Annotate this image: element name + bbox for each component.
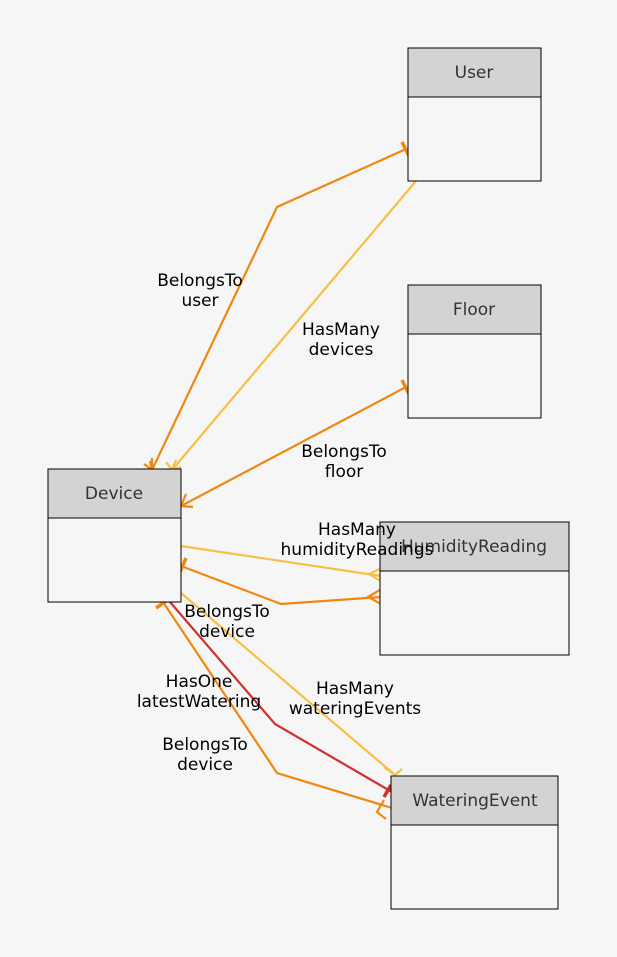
label-line-2: user (181, 291, 218, 311)
edge-device-has-one-latest-watering (169, 601, 393, 798)
label-line-1: BelongsTo (184, 602, 270, 622)
label-device-belongs-to-floor: BelongsTo floor (301, 442, 387, 482)
label-watering-event-belongs-to-device: BelongsTo device (162, 735, 248, 775)
label-line-2: floor (325, 462, 364, 482)
label-line-1: HasMany (318, 520, 396, 540)
entity-device-title: Device (85, 484, 143, 504)
entity-watering-event-title: WateringEvent (412, 791, 538, 811)
entity-floor-title: Floor (453, 300, 495, 320)
label-device-has-many-watering-events: HasMany wateringEvents (289, 679, 421, 719)
entity-user[interactable]: User (407, 47, 542, 182)
entity-humidity-reading-title: HumidityReading (401, 537, 547, 557)
entity-humidity-reading[interactable]: HumidityReading (379, 521, 570, 656)
label-line-2: device (177, 755, 233, 775)
label-line-1: BelongsTo (162, 735, 248, 755)
edge-humidity-reading-belongs-to-device (178, 557, 384, 606)
edge-device-has-many-watering-events (180, 592, 403, 777)
label-line-2: device (199, 622, 255, 642)
label-line-1: BelongsTo (157, 271, 243, 291)
label-line-2: devices (309, 340, 374, 360)
label-line-1: BelongsTo (301, 442, 387, 462)
edge-device-has-many-humidity-readings (180, 544, 385, 583)
label-user-has-many-devices: HasMany devices (302, 320, 380, 360)
label-device-belongs-to-user: BelongsTo user (157, 271, 243, 311)
label-line-2: latestWatering (137, 692, 261, 712)
entity-floor[interactable]: Floor (407, 284, 542, 419)
entity-device[interactable]: Device (47, 468, 182, 603)
entity-watering-event[interactable]: WateringEvent (390, 775, 559, 910)
entity-user-title: User (455, 63, 494, 83)
label-humidity-reading-belongs-to-device: BelongsTo device (184, 602, 270, 642)
label-line-1: HasOne (166, 672, 233, 692)
label-line-1: HasMany (316, 679, 394, 699)
label-line-1: HasMany (302, 320, 380, 340)
label-line-2: wateringEvents (289, 699, 421, 719)
label-device-has-many-humidity-readings: HasMany humidityReadings (281, 520, 434, 560)
label-line-2: humidityReadings (281, 540, 434, 560)
label-device-has-one-latest-watering: HasOne latestWatering (137, 672, 261, 712)
